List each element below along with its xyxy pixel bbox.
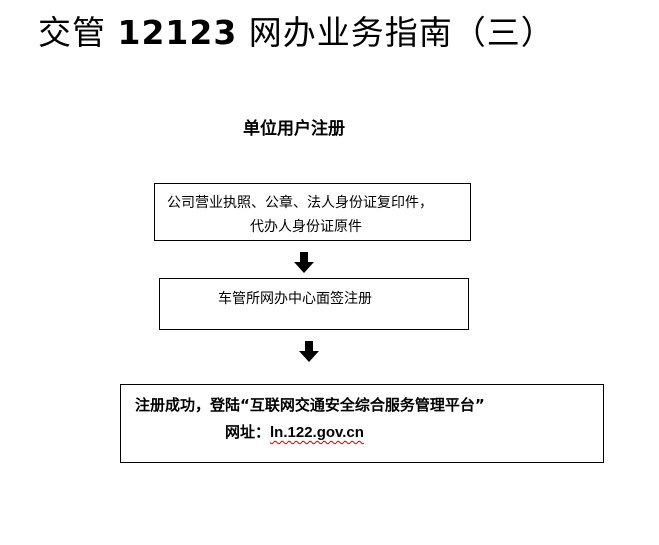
step-3-line-1: 注册成功，登陆“互联网交通安全综合服务管理平台” [135,396,485,414]
step-3-box: 注册成功，登陆“互联网交通安全综合服务管理平台” 网址：ln.122.gov.c… [120,384,604,463]
step-2-box: 车管所网办中心面签注册 [159,278,469,330]
step-1-line-1: 公司营业执照、公章、法人身份证复印件， [167,195,433,211]
step-3-line-2: 网址：ln.122.gov.cn [225,421,364,442]
title-suffix: 网办业务指南（三） [237,13,555,52]
section-subtitle: 单位用户注册 [243,119,345,139]
url-label: 网址： [225,423,271,441]
step-1-line-2: 代办人身份证原件 [250,219,362,235]
step-2-line-1: 车管所网办中心面签注册 [218,291,372,307]
title-number: 12123 [117,13,238,52]
arrow-down-icon [299,341,319,362]
arrow-down-icon [294,252,314,273]
website-url: ln.122.gov.cn [270,424,364,441]
page-title: 交管 12123 网办业务指南（三） [38,6,555,54]
step-1-box: 公司营业执照、公章、法人身份证复印件， 代办人身份证原件 [154,183,471,241]
title-prefix: 交管 [38,13,118,52]
